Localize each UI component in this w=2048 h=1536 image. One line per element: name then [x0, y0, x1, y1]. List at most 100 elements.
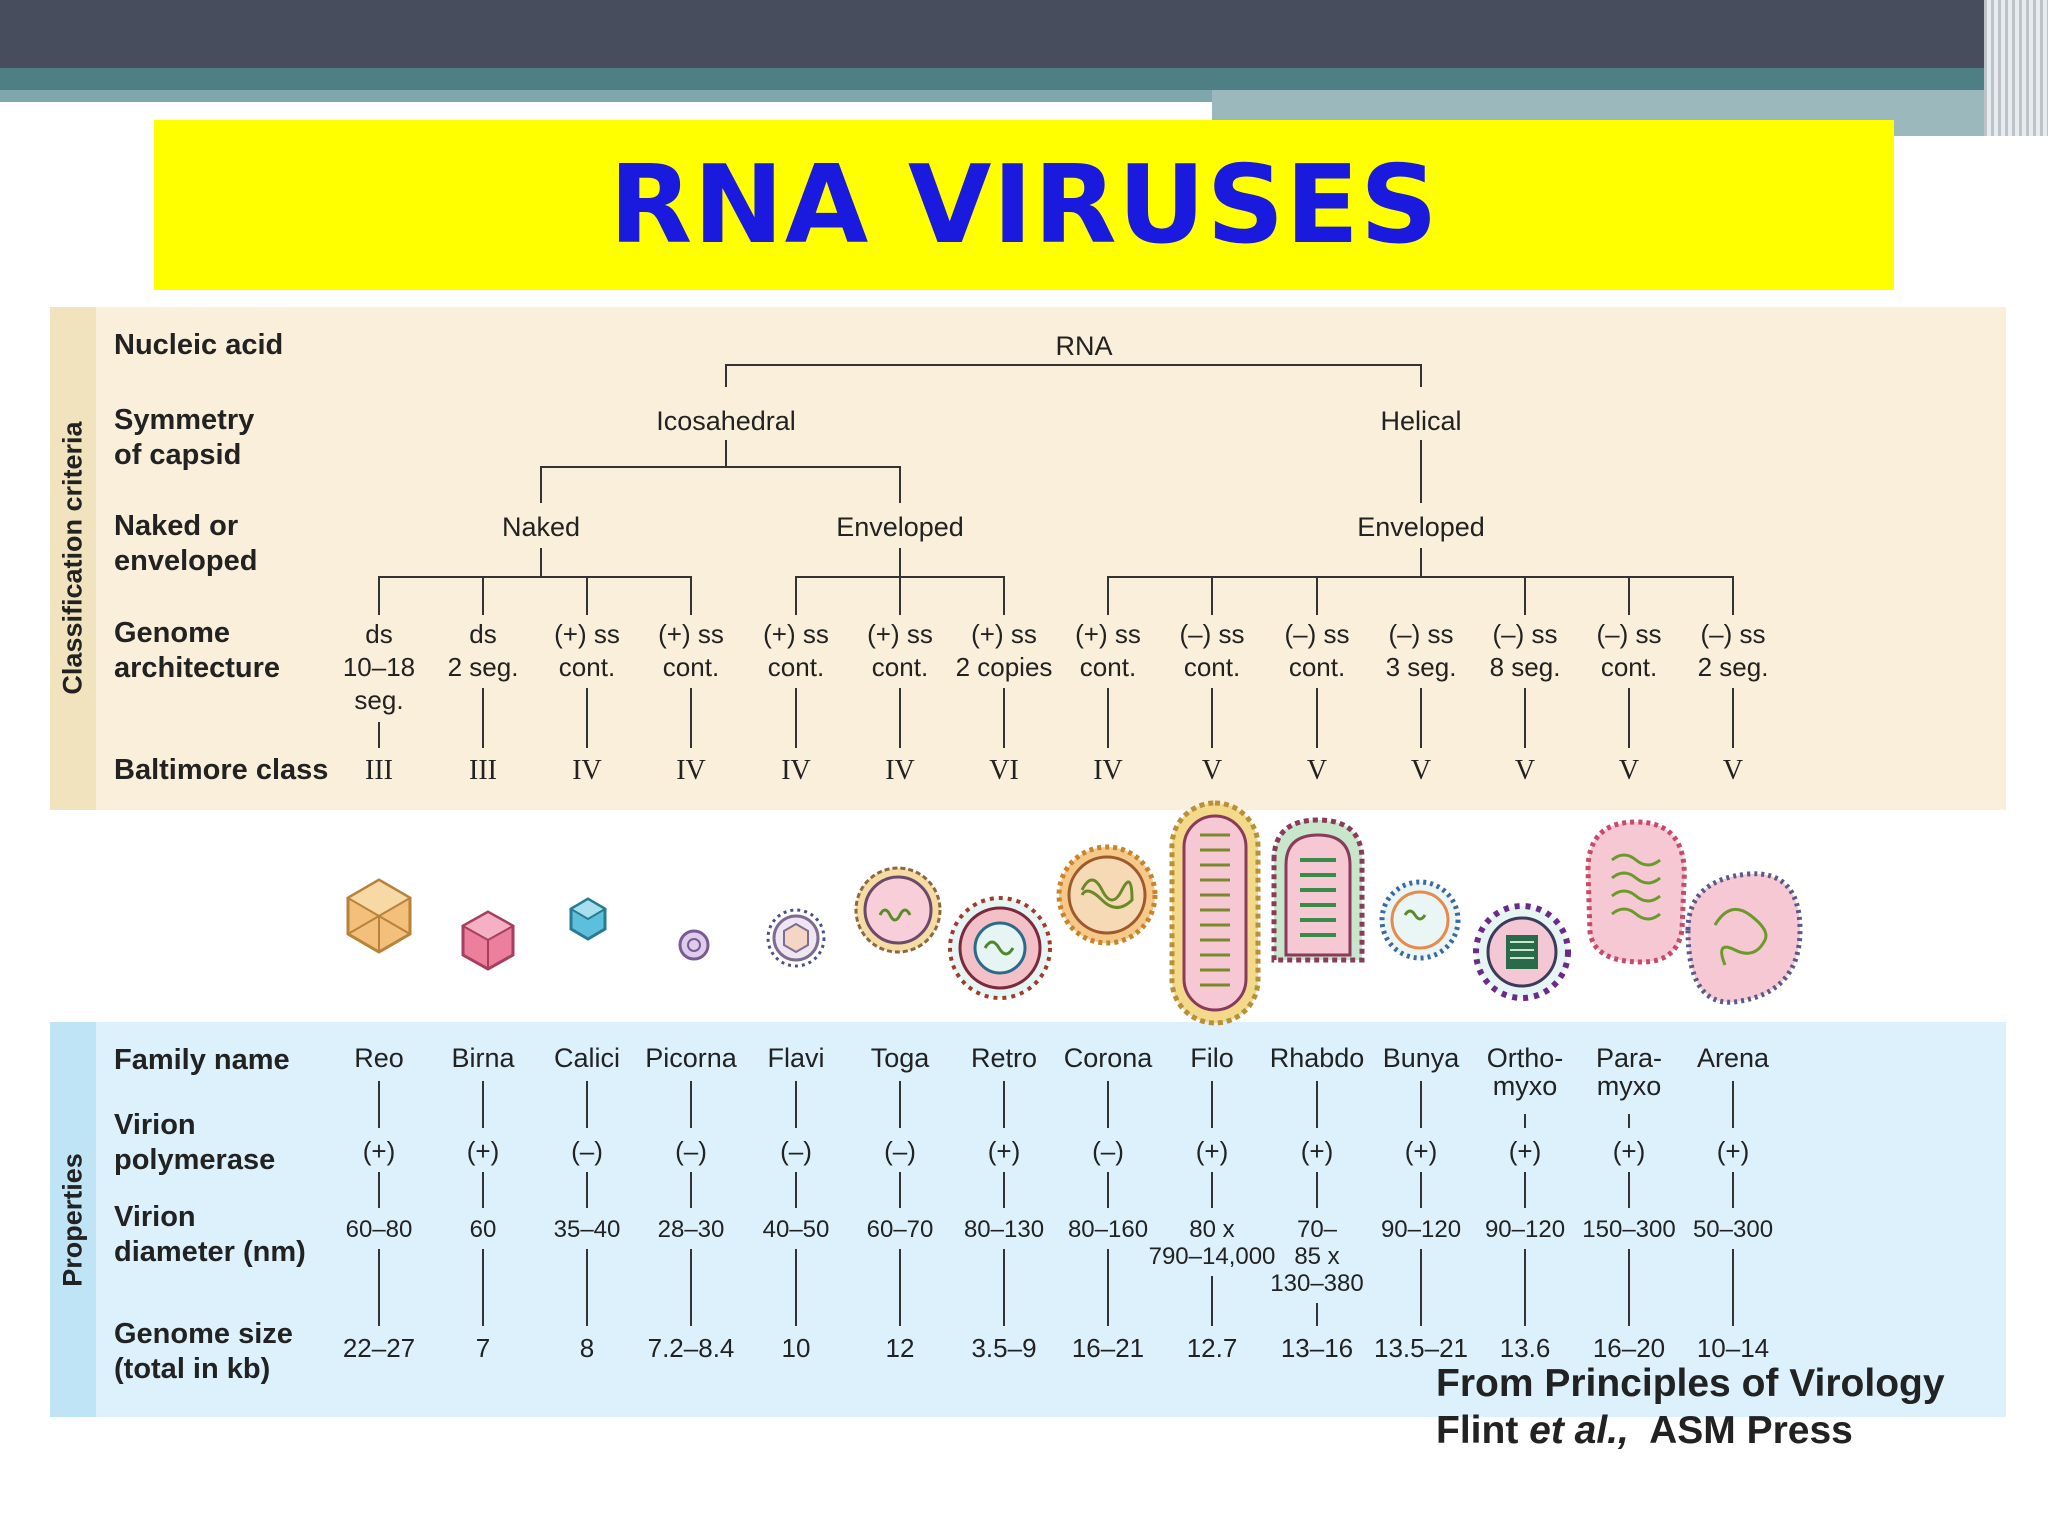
virion-diameter-cell: 60	[469, 1216, 497, 1243]
virion-diameter-cell: 90–120	[1380, 1216, 1462, 1243]
baltimore-class-cell: V	[1410, 755, 1432, 786]
virion-diameter-cell: 40–50	[762, 1216, 830, 1243]
page-title: RNA VIRUSES	[609, 142, 1439, 268]
virion-diameter-cell: 80–160	[1067, 1216, 1149, 1243]
rhabdo-virion-icon	[1271, 817, 1365, 963]
baltimore-class-cell: V	[1514, 755, 1536, 786]
naked-node: Naked	[501, 512, 581, 542]
virion-polymerase-cell: (+)	[1195, 1136, 1229, 1166]
family-name-label: Family name	[114, 1044, 290, 1076]
virion-polymerase-cell: (–)	[780, 1136, 812, 1166]
virion-polymerase-cell: (+)	[1716, 1136, 1750, 1166]
family-name-cell: Birna	[451, 1043, 515, 1073]
baltimore-class-cell: III	[365, 755, 393, 786]
toga-virion-icon	[854, 866, 942, 954]
family-name-cell: Filo	[1190, 1043, 1234, 1073]
virion-diameter-cell: 35–40	[553, 1216, 621, 1243]
family-name-cell: Bunya	[1382, 1043, 1460, 1073]
baltimore-class-cell: V	[1201, 755, 1223, 786]
genome-size-cell: 13.5–21	[1374, 1333, 1468, 1363]
arena-virion-icon	[1685, 871, 1803, 1005]
genome-size-cell: 22–27	[342, 1333, 416, 1363]
genome-size-cell: 16–21	[1071, 1333, 1145, 1363]
virion-diameter-cell: 60–80	[345, 1216, 413, 1243]
baltimore-class-cell: VI	[989, 755, 1019, 786]
enveloped-icosahedral-node: Enveloped	[836, 512, 964, 542]
virion-polymerase-cell: (–)	[884, 1136, 916, 1166]
family-name-cell: Calici	[553, 1043, 621, 1073]
virion-polymerase-cell: (+)	[987, 1136, 1021, 1166]
virion-polymerase-cell: (–)	[675, 1136, 707, 1166]
baltimore-class-cell: IV	[572, 755, 602, 786]
virion-polymerase-cell: (+)	[1508, 1136, 1542, 1166]
filo-virion-icon	[1169, 800, 1261, 1026]
genome-size-cell: 12.7	[1186, 1333, 1238, 1363]
family-name-cell: Arena	[1696, 1043, 1770, 1073]
picorna-virion-icon	[678, 929, 710, 961]
virion-polymerase-cell: (–)	[571, 1136, 603, 1166]
virion-diameter-cell: 90–120	[1484, 1216, 1566, 1243]
genome-size-cell: 7	[475, 1333, 491, 1363]
family-name-cell: Rhabdo	[1269, 1043, 1365, 1073]
genome-size-label: Genome size(total in kb)	[114, 1318, 293, 1385]
genome-size-cell: 7.2–8.4	[647, 1333, 735, 1363]
baltimore-class-cell: III	[469, 755, 497, 786]
baltimore-class-cell: V	[1306, 755, 1328, 786]
baltimore-class-label: Baltimore class	[114, 754, 329, 786]
genome-size-cell: 10	[781, 1333, 811, 1363]
family-name-cell: Para-myxo	[1595, 1043, 1663, 1101]
citation: From Principles of Virology Flint et al.…	[1436, 1362, 1945, 1452]
virion-polymerase-cell: (+)	[1404, 1136, 1438, 1166]
rna-node: RNA	[1055, 331, 1113, 361]
family-name-cell: Reo	[354, 1043, 404, 1073]
virion-polymerase-cell: (+)	[1300, 1136, 1334, 1166]
baltimore-class-cell: IV	[676, 755, 706, 786]
family-name-cell: Picorna	[645, 1043, 737, 1073]
virion-diameter-cell: 150–300	[1582, 1216, 1676, 1243]
virion-diameter-cell: 28–30	[657, 1216, 725, 1243]
properties-side-bar	[50, 1022, 96, 1417]
virion-polymerase-cell: (+)	[1612, 1136, 1646, 1166]
title-banner: RNA VIRUSES	[154, 120, 1894, 290]
helical-node: Helical	[1380, 406, 1462, 436]
bunya-virion-icon	[1379, 879, 1461, 961]
icosahedral-node: Icosahedral	[656, 406, 796, 436]
orthomyxo-virion-icon	[1473, 903, 1571, 1001]
family-name-cell: Toga	[870, 1043, 930, 1073]
enveloped-helical-node: Enveloped	[1357, 512, 1485, 542]
virion-polymerase-cell: (–)	[1092, 1136, 1124, 1166]
virion-diameter-cell: 80–130	[963, 1216, 1045, 1243]
virion-diameter-cell: 50–300	[1692, 1216, 1774, 1243]
properties-panel	[50, 1022, 2006, 1417]
top-banner	[0, 0, 2048, 68]
genome-size-cell: 8	[579, 1333, 595, 1363]
baltimore-class-cell: V	[1722, 755, 1744, 786]
baltimore-class-cell: V	[1618, 755, 1640, 786]
genome-size-cell: 10–14	[1696, 1333, 1770, 1363]
family-name-cell: Corona	[1063, 1043, 1153, 1073]
family-name-cell: Ortho-myxo	[1486, 1043, 1564, 1101]
virion-polymerase-cell: (+)	[466, 1136, 500, 1166]
genome-size-cell: 13.6	[1499, 1333, 1551, 1363]
